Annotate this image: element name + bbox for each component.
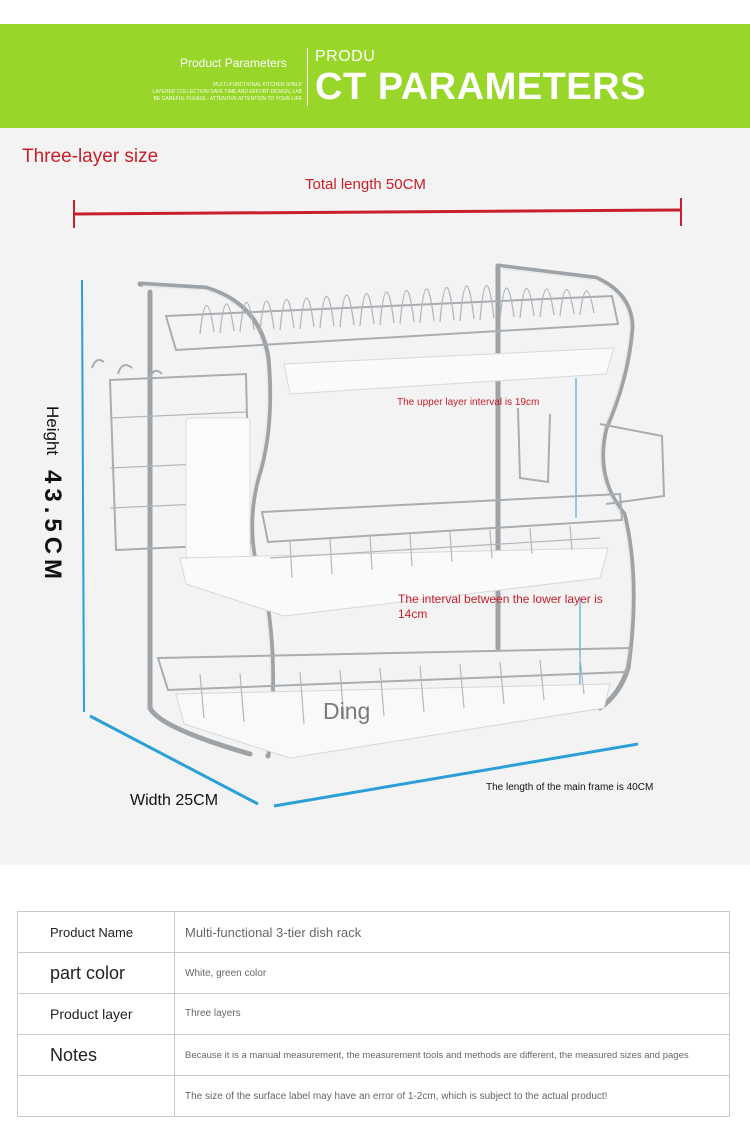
dimension-diagram: Three-layer size Total length 50CM Heigh… (0, 128, 750, 865)
table-row: part color White, green color (17, 952, 730, 994)
total-length-arrow (73, 198, 682, 228)
width-line (89, 714, 259, 806)
row-value: Multi-functional 3-tier dish rack (185, 924, 362, 940)
row-value: The size of the surface label may have a… (185, 1090, 608, 1102)
height-label: Height 43.5CM (22, 406, 70, 596)
row-key: part color (18, 953, 175, 993)
table-row: The size of the surface label may have a… (17, 1075, 730, 1117)
banner-small-title: Product Parameters (180, 56, 287, 70)
dish-rack-illustration (73, 198, 682, 808)
height-line (81, 279, 85, 713)
banner-divider (307, 48, 308, 106)
table-row: Product Name Multi-functional 3-tier dis… (17, 911, 730, 953)
banner-tagline-line: BE CAREFUL PLEASE · ATTENTIVE ATTENTION … (153, 96, 302, 102)
row-key: Notes (18, 1035, 175, 1075)
row-key (18, 1076, 175, 1116)
banner-tagline: MULTI-FUNCTIONAL KITCHEN SHELF LAYERED C… (150, 82, 302, 103)
row-value: Because it is a manual measurement, the … (185, 1049, 689, 1061)
total-length-label: Total length 50CM (305, 176, 426, 193)
table-row: Product layer Three layers (17, 993, 730, 1035)
main-frame-label: The length of the main frame is 40CM (486, 782, 654, 793)
height-word: Height (43, 406, 62, 456)
row-key: Product layer (18, 994, 175, 1034)
middle-tier (179, 492, 624, 617)
row-key: Product Name (18, 912, 175, 952)
watermark-text: Ding (323, 698, 371, 724)
bottom-tier (156, 646, 632, 759)
banner-title-top: PRODU (315, 48, 376, 65)
upper-interval-label: The upper layer interval is 19cm (397, 397, 540, 408)
banner-tagline-line: LAYERED COLLECTION SAVE TIME AND EFFORT … (152, 89, 302, 95)
width-label: Width 25CM (130, 792, 219, 809)
height-value: 43.5CM (39, 470, 66, 585)
banner-tagline-line: MULTI-FUNCTIONAL KITCHEN SHELF (213, 82, 302, 88)
table-row: Notes Because it is a manual measurement… (17, 1034, 730, 1076)
top-tier (164, 284, 620, 395)
side-cutlery-holder (91, 359, 252, 559)
banner-title-main: CT PARAMETERS (315, 66, 646, 108)
row-value: Three layers (185, 1008, 241, 1019)
right-cup-holder (517, 407, 666, 505)
header-banner: Product Parameters MULTI-FUNCTIONAL KITC… (0, 24, 750, 128)
main-frame-line (273, 742, 639, 808)
row-value: White, green color (185, 967, 267, 979)
lower-interval-label: The interval between the lower layer is … (398, 592, 603, 621)
rack-frame-highlight (142, 267, 632, 755)
section-title: Three-layer size (22, 146, 159, 167)
